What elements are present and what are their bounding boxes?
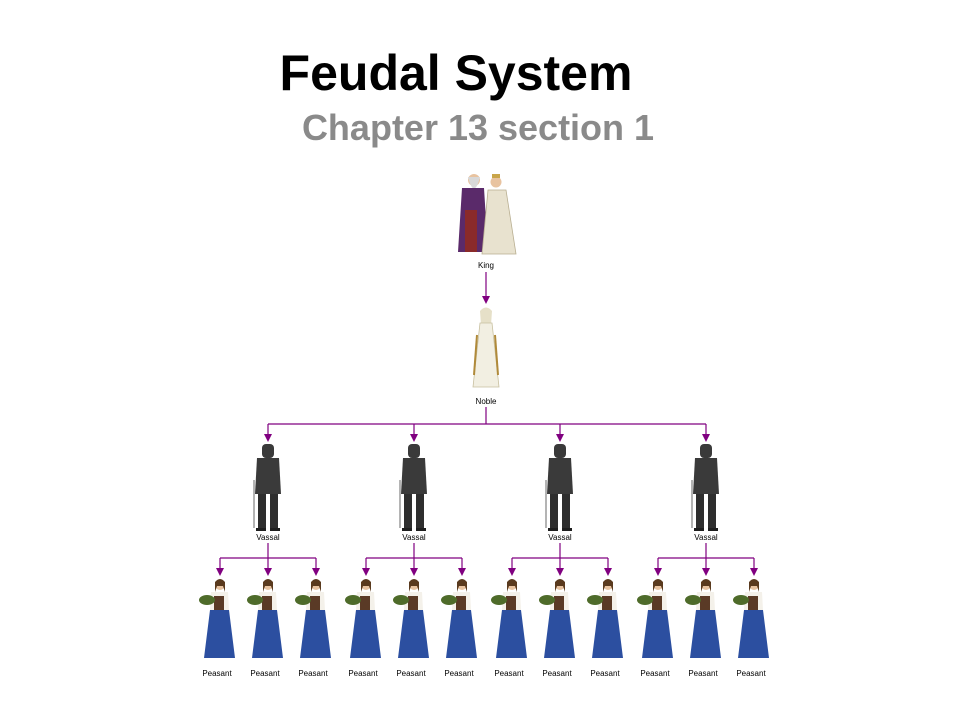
label-vassal: Vassal <box>402 533 426 542</box>
label-peasant: Peasant <box>494 669 524 678</box>
label-peasant: Peasant <box>396 669 426 678</box>
label-king: King <box>478 261 494 270</box>
noble-figure <box>472 307 500 388</box>
label-peasant: Peasant <box>250 669 280 678</box>
peasant-figure <box>539 579 575 658</box>
peasant-figure <box>295 579 331 658</box>
label-peasant: Peasant <box>640 669 670 678</box>
vassal-figure <box>545 444 573 531</box>
label-peasant: Peasant <box>202 669 232 678</box>
peasant-figure <box>441 579 477 658</box>
label-peasant: Peasant <box>298 669 328 678</box>
figures-layer <box>199 174 769 658</box>
peasant-figure <box>393 579 429 658</box>
label-peasant: Peasant <box>444 669 474 678</box>
slide-title: Feudal System <box>279 45 633 101</box>
peasant-figure <box>733 579 769 658</box>
label-peasant: Peasant <box>542 669 572 678</box>
vassal-figure <box>399 444 427 531</box>
peasant-figure <box>637 579 673 658</box>
label-vassal: Vassal <box>256 533 280 542</box>
vassal-figure <box>253 444 281 531</box>
label-peasant: Peasant <box>348 669 378 678</box>
peasant-figure <box>345 579 381 658</box>
slide-subtitle: Chapter 13 section 1 <box>301 107 655 148</box>
connector-lines <box>216 272 758 576</box>
king-figure <box>458 174 517 255</box>
peasant-figure <box>199 579 235 658</box>
label-noble: Noble <box>476 397 497 406</box>
vassal-figure <box>691 444 719 531</box>
label-peasant: Peasant <box>688 669 718 678</box>
peasant-figure <box>491 579 527 658</box>
label-vassal: Vassal <box>548 533 572 542</box>
label-peasant: Peasant <box>590 669 620 678</box>
label-peasant: Peasant <box>736 669 766 678</box>
label-vassal: Vassal <box>694 533 718 542</box>
peasant-figure <box>247 579 283 658</box>
peasant-figure <box>587 579 623 658</box>
peasant-figure <box>685 579 721 658</box>
